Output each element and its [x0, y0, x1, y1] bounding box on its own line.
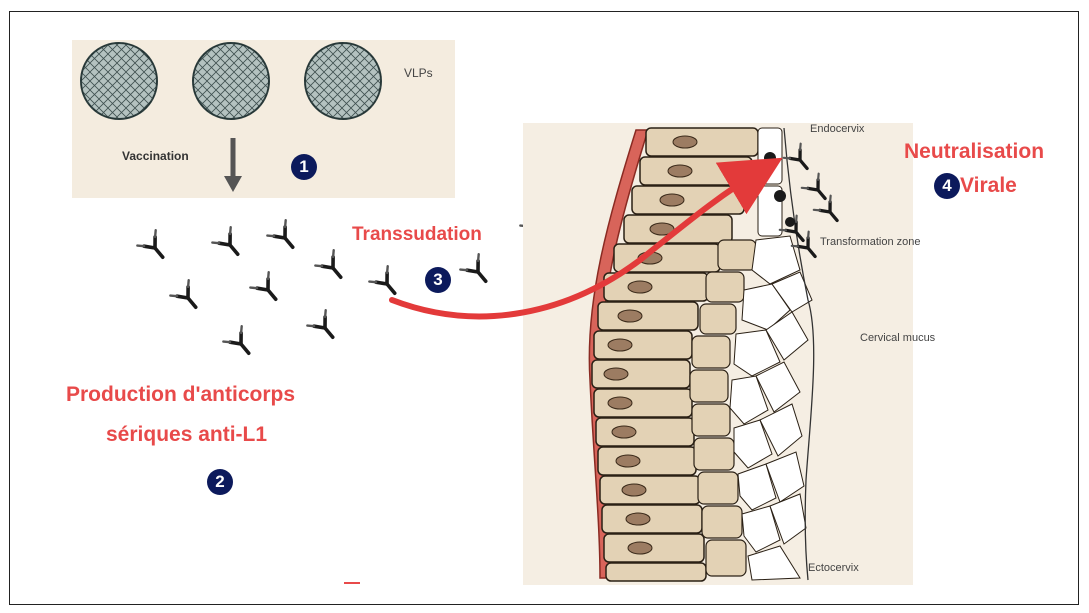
antibody-icon: [307, 310, 342, 345]
antibody-icon: [170, 280, 205, 315]
antibody-icon: [369, 266, 404, 301]
ectocervix-label: Ectocervix: [808, 562, 859, 574]
vlp-particle: [193, 43, 269, 119]
production-label-line1: Production d'anticorps: [66, 383, 295, 407]
step-badge-3: 3: [425, 267, 451, 293]
antibody-icon: [315, 250, 350, 285]
cervical-mucus-label: Cervical mucus: [860, 332, 935, 344]
vaccination-label: Vaccination: [122, 149, 189, 163]
transformation-zone-label: Transformation zone: [820, 236, 920, 248]
antibody-icon: [267, 220, 302, 255]
vaccination-arrow: [224, 138, 242, 192]
transsudation-label: Transsudation: [352, 224, 482, 246]
endocervix-label: Endocervix: [810, 123, 864, 135]
step-badge-4: 4: [934, 173, 960, 199]
antibody-icon: [460, 254, 495, 289]
step-badge-1: 1: [291, 154, 317, 180]
antibody-icon: [137, 230, 172, 265]
neutralisation-label-line2: Virale: [960, 174, 1017, 198]
vlp-particle: [305, 43, 381, 119]
step-badge-2: 2: [207, 469, 233, 495]
neutralisation-label-line1: Neutralisation: [904, 140, 1044, 164]
antibody-icon: [212, 227, 247, 262]
production-label-line2: sériques anti-L1: [106, 423, 267, 447]
vlp-particle: [81, 43, 157, 119]
antibody-icon: [223, 326, 258, 361]
vlps-label: VLPs: [404, 66, 433, 80]
antibody-icon: [250, 272, 285, 307]
columnar-cells: [758, 128, 782, 236]
